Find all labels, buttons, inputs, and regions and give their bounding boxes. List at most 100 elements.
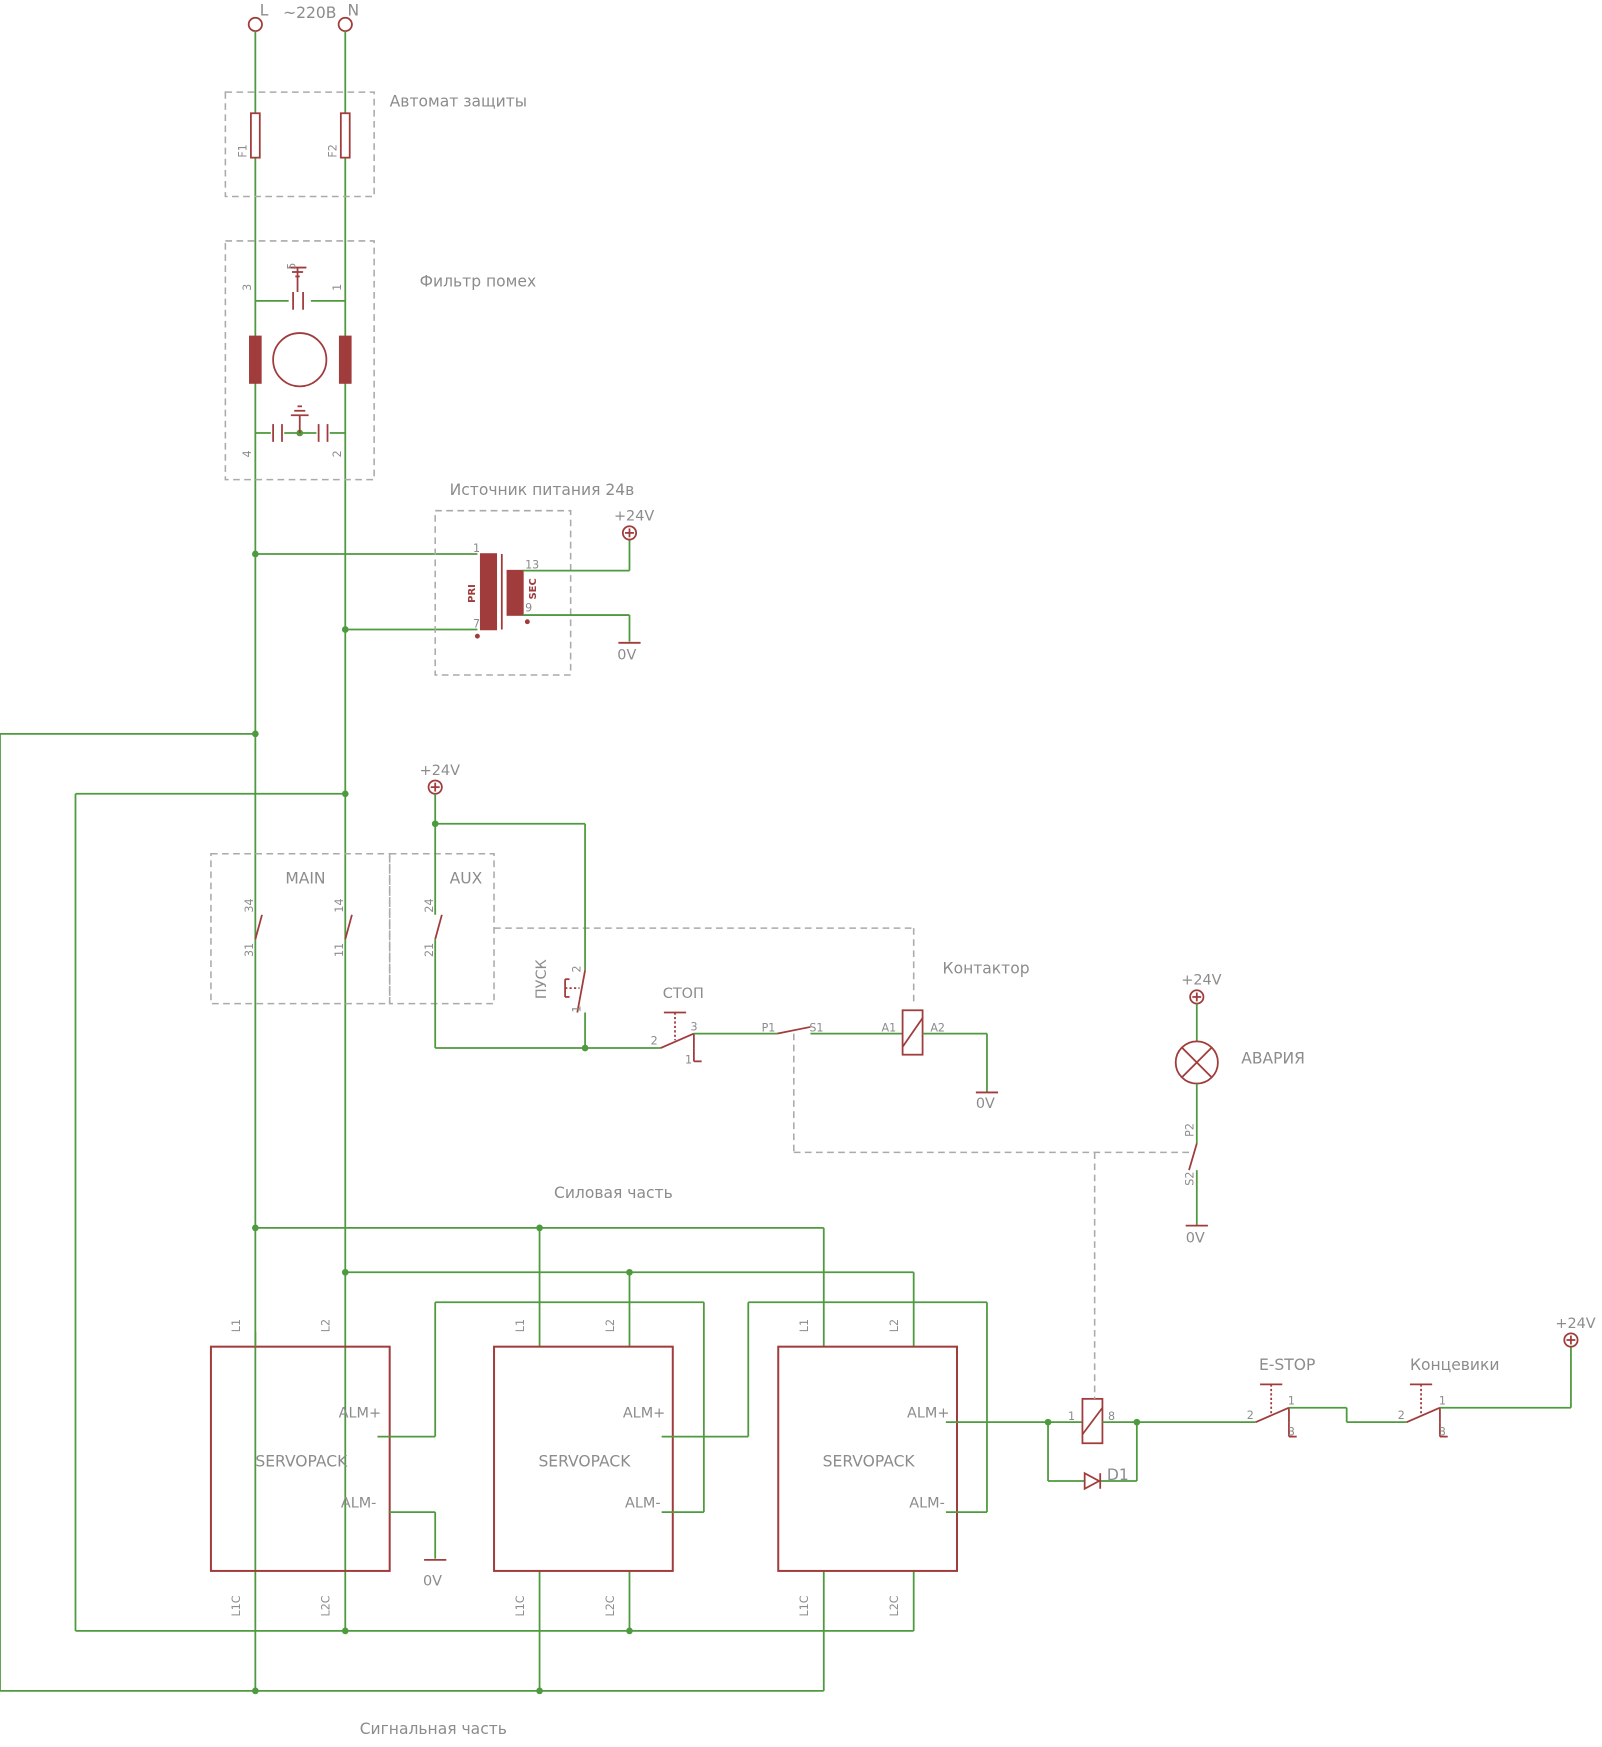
psu-label: Источник питания 24в <box>450 481 635 499</box>
main-pin-11: 11 <box>333 943 346 957</box>
noise-filter-block: Фильтр помех 3 1 4 2 5 <box>224 240 536 481</box>
filter-choke-left <box>249 335 262 384</box>
start-button-label: ПУСК <box>534 959 550 999</box>
coil-pin-a1: A1 <box>881 1021 896 1034</box>
psu-pri-label: PRI <box>467 584 478 603</box>
fuse-f2 <box>339 112 351 159</box>
fuse-f1-label: F1 <box>236 144 249 157</box>
psu-pin-7: 7 <box>473 617 480 630</box>
alarm-lamp-circuit: +24V АВАРИЯ P2 S2 0V <box>1174 973 1305 1246</box>
start-pin-2: 2 <box>571 965 584 972</box>
coil-ground-label: 0V <box>976 1096 995 1112</box>
control-plus24-label: +24V <box>420 763 460 779</box>
diode-label: D1 <box>1107 1466 1129 1484</box>
relay-pin-p1: P1 <box>762 1021 776 1034</box>
main-pin-14: 14 <box>333 898 346 912</box>
servopack-3-alm-plus: ALM+ <box>907 1406 949 1422</box>
power-section-label: Силовая часть <box>554 1184 673 1202</box>
servopack-2-l2c: L2C <box>604 1595 617 1616</box>
servopack-2-l1: L1 <box>514 1319 527 1332</box>
power-supply-block: Источник питания 24в PRI SEC 1 7 13 9 +2… <box>434 481 654 676</box>
stop-pin-1: 1 <box>685 1054 692 1067</box>
mains-voltage-label: ~220В <box>283 4 336 22</box>
servopack-1-label: SERVOPACK <box>255 1453 348 1471</box>
alarm-pin-p2: P2 <box>1183 1123 1196 1137</box>
relay-pin-8: 8 <box>1108 1410 1115 1423</box>
signal-section-label: Сигнальная часть <box>360 1720 507 1738</box>
servopack-3-label: SERVOPACK <box>823 1453 916 1471</box>
stop-button: СТОП 2 3 1 <box>651 986 704 1067</box>
limit-switches: Концевики 2 1 3 <box>1398 1356 1500 1439</box>
servopack-1: SERVOPACK ALM+ ALM- L1 L2 L1C L2C <box>209 1319 391 1616</box>
stop-pin-3: 3 <box>691 1020 698 1033</box>
alarm-relay: 1 8 <box>1068 1152 1115 1445</box>
start-button: ПУСК 2 1 <box>534 959 586 1013</box>
contactor-aux-label: AUX <box>450 870 483 888</box>
contactor-main-label: MAIN <box>285 870 325 888</box>
servopack-1-alm-plus: ALM+ <box>339 1406 381 1422</box>
breaker-label: Автомат защиты <box>390 93 527 111</box>
servopack-1-alm-minus: ALM- <box>341 1496 377 1512</box>
psu-primary-winding <box>479 553 498 631</box>
fuse-f1 <box>250 112 261 159</box>
servopack-3-l1c: L1C <box>798 1595 811 1616</box>
chain-plus24-label: +24V <box>1555 1316 1595 1332</box>
terminal-l-label: L <box>260 2 269 20</box>
alarm-pin-s2: S2 <box>1183 1172 1196 1186</box>
flyback-diode: D1 <box>1047 1422 1138 1491</box>
alarm-lamp-label: АВАРИЯ <box>1241 1050 1305 1068</box>
psu-ground-label: 0V <box>617 647 636 663</box>
psu-plus24-terminal <box>621 525 638 541</box>
servopack-1-l2: L2 <box>320 1319 333 1332</box>
contactor-contacts-block: MAIN AUX 34 31 14 11 24 21 <box>210 852 915 1005</box>
filter-choke-right <box>338 335 352 384</box>
stop-button-label: СТОП <box>663 986 704 1002</box>
psu-pin-13: 13 <box>525 558 539 571</box>
main-pin-34: 34 <box>243 898 256 912</box>
servopack-3-l2c: L2C <box>888 1595 901 1616</box>
psu-pin-1: 1 <box>473 542 480 555</box>
servopack-2-alm-minus: ALM- <box>625 1496 661 1512</box>
terminal-l <box>247 16 263 32</box>
supply-terminals: L N ~220В <box>247 2 359 32</box>
chain-plus24-terminal <box>1563 1332 1579 1348</box>
stop-pin-2: 2 <box>651 1035 658 1048</box>
filter-pin-4: 4 <box>241 450 254 457</box>
servopack-1-l2c: L2C <box>320 1595 333 1616</box>
servopack-1-l1c: L1C <box>230 1595 243 1616</box>
psu-plus24-label: +24V <box>614 509 654 525</box>
control-circuit: +24V ПУСК 2 1 СТОП 2 <box>420 763 1193 1154</box>
start-pin-1: 1 <box>571 1005 584 1012</box>
servopack-2-l1c: L1C <box>514 1595 527 1616</box>
aux-pin-24: 24 <box>423 898 436 912</box>
servopack-2-label: SERVOPACK <box>538 1453 631 1471</box>
alarm-chain-wires: 0V <box>377 1301 1083 1589</box>
servopack-3-alm-minus: ALM- <box>909 1496 945 1512</box>
limit-pin-3: 3 <box>1439 1425 1446 1438</box>
filter-pin-2: 2 <box>331 450 344 457</box>
estop-pin-1: 1 <box>1288 1394 1295 1407</box>
contactor-coil: A1 A2 Контактор <box>881 960 1030 1056</box>
servopack-1-l1: L1 <box>230 1319 243 1332</box>
terminal-n <box>337 16 353 32</box>
relay-pin-s1: S1 <box>809 1021 823 1034</box>
servopack-2-l2: L2 <box>604 1319 617 1332</box>
servopack-3-l1: L1 <box>798 1319 811 1332</box>
psu-pin-9: 9 <box>525 602 532 615</box>
limit-pin-1: 1 <box>1439 1394 1446 1407</box>
estop-pin-2: 2 <box>1247 1409 1254 1422</box>
main-pin-31: 31 <box>243 943 256 957</box>
servopack-2: SERVOPACK ALM+ ALM- L1 L2 L1C L2C <box>493 1319 674 1616</box>
filter-pin-1: 1 <box>331 284 344 291</box>
limit-switches-label: Концевики <box>1410 1356 1500 1374</box>
fuse-f2-label: F2 <box>326 144 339 157</box>
psu-sec-label: SEC <box>528 578 539 599</box>
psu-secondary-winding <box>506 569 524 616</box>
estop-label: E-STOP <box>1259 1356 1315 1374</box>
junction-dots <box>252 550 633 1695</box>
aux-pin-21: 21 <box>423 943 436 957</box>
filter-core <box>272 332 328 388</box>
alarm-plus24-label: +24V <box>1181 973 1221 989</box>
circuit-breaker-block: Автомат защиты F1 F2 <box>224 91 527 198</box>
